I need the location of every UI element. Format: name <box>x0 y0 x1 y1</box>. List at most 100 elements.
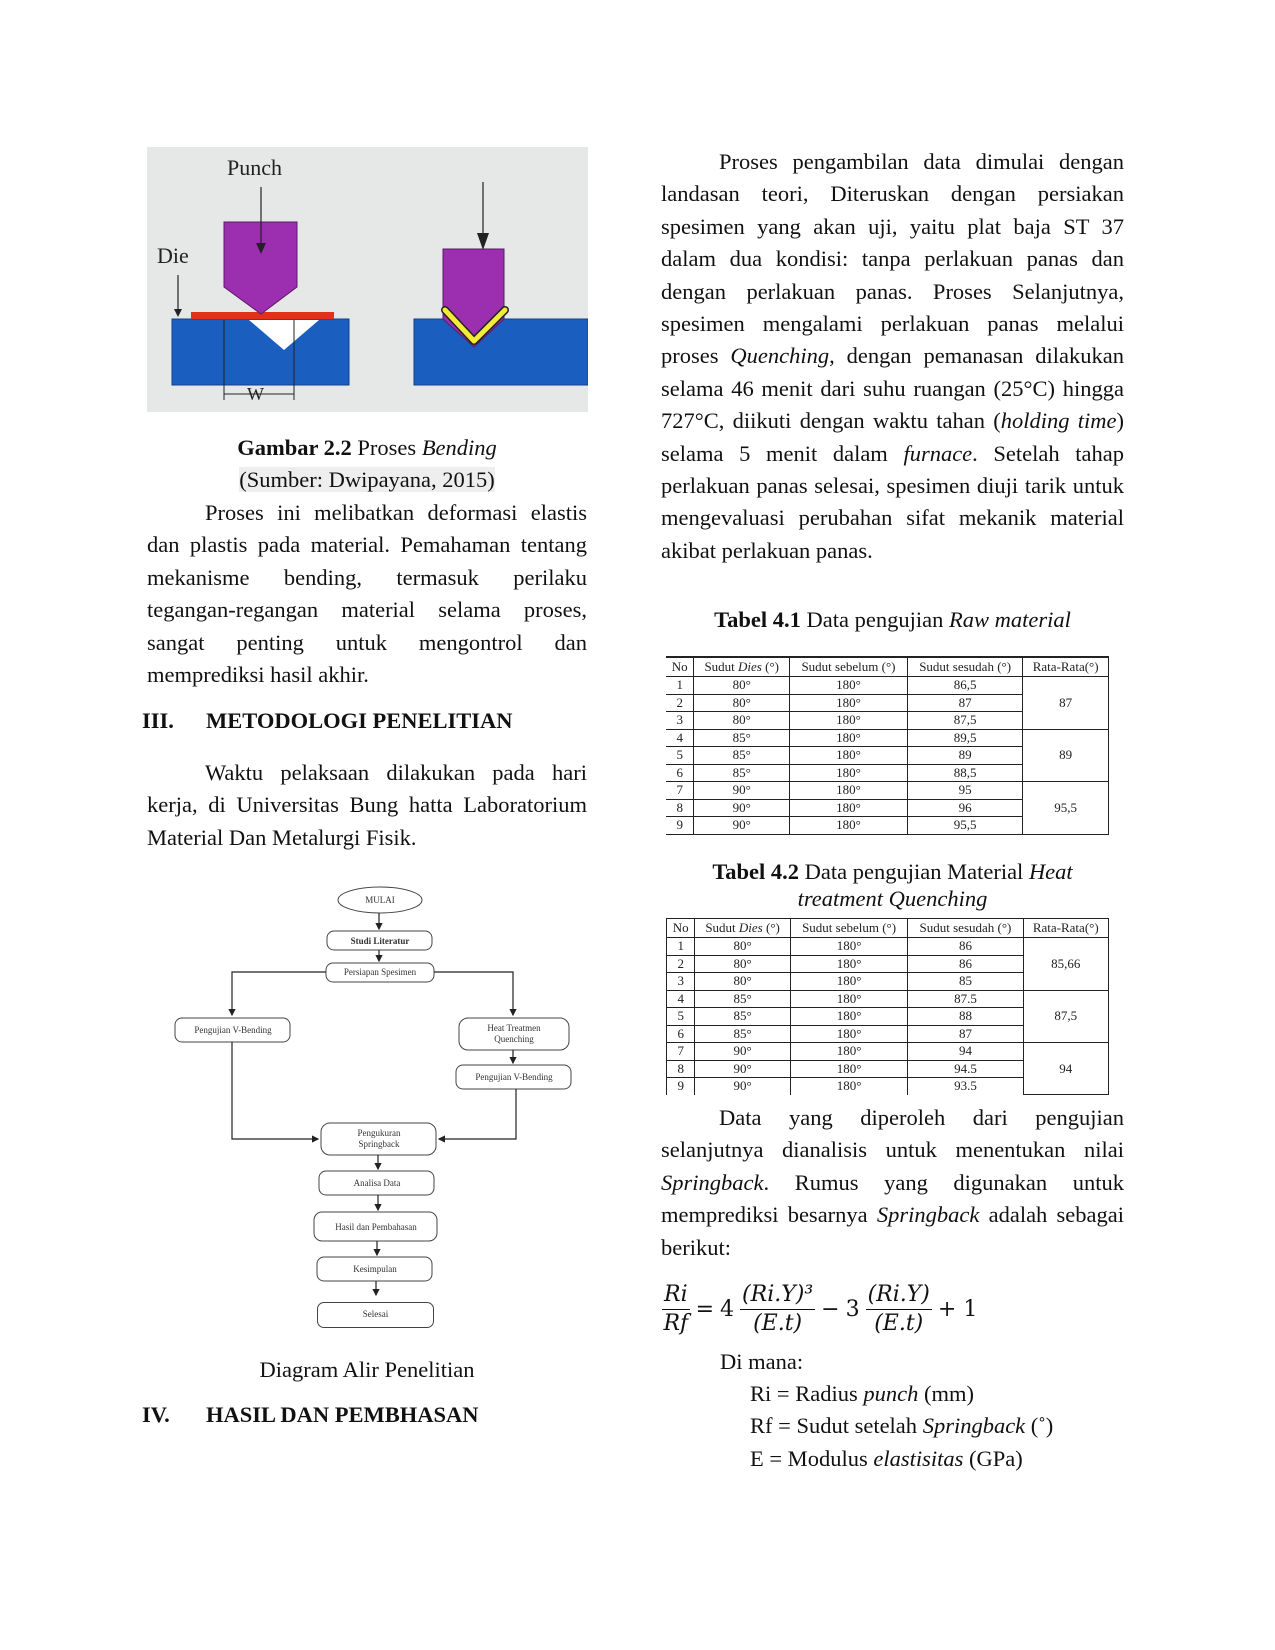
cell-sudut-sebelum: 180° <box>789 1024 909 1043</box>
formula-numerator: (Ri.Y)³ <box>740 1281 816 1310</box>
definitions-intro: Di mana: <box>720 1349 804 1374</box>
cell-sudut-sesudah: 96 <box>906 798 1024 817</box>
bent-sheet <box>442 307 508 344</box>
formula-coefficient: 3 <box>845 1296 860 1322</box>
formula-term2: (Ri.Y)(E.t) <box>865 1281 932 1338</box>
flow-pengukuran-label-2: Springback <box>359 1139 400 1149</box>
paragraph-waktu: Waktu pelaksaan dilakukan pada hari kerj… <box>147 760 587 850</box>
cell-rata-rata: 94 <box>1022 1042 1110 1095</box>
col-header-sudut-dies: Sudut Dies (°) <box>694 918 791 938</box>
cell-sudut-sesudah: 88 <box>907 1007 1024 1026</box>
paragraph-bending: Proses ini melibatkan deformasi elastis … <box>147 500 587 688</box>
die-v-groove <box>249 320 319 350</box>
cell-no: 8 <box>665 1059 696 1078</box>
text-span: Ri = Radius <box>750 1381 864 1406</box>
figure-number: Gambar 2.2 <box>237 435 352 460</box>
arrow-down-icon <box>477 233 489 250</box>
col-header-rata-rata: Rata-Rata(°) <box>1022 918 1110 938</box>
text-span: E = Modulus <box>750 1445 874 1471</box>
text-span: adalah sebagai berikut: <box>661 1202 1124 1260</box>
italic-term: Springback <box>661 1169 764 1195</box>
flow-node-analisa <box>318 1170 435 1196</box>
flow-node-hasil <box>313 1211 438 1242</box>
figure-caption: Gambar 2.2 Proses Bending (Sumber: Dwipa… <box>147 432 587 497</box>
cell-sudut-sesudah: 87,5 <box>906 711 1024 730</box>
cell-sudut-sesudah: 86,5 <box>906 676 1024 695</box>
cell-no: 7 <box>665 1042 696 1061</box>
formula-numerator: Ri <box>662 1281 690 1310</box>
die-block-left <box>171 318 350 386</box>
table-number: Tabel 4.1 <box>714 607 801 632</box>
cell-sudut-sesudah: 93.5 <box>907 1077 1024 1095</box>
formula-coefficient: 4 <box>720 1296 735 1322</box>
table-number: Tabel 4.2 <box>712 859 800 884</box>
col-header-sudut-sebelum: Sudut sebelum (°) <box>789 918 909 938</box>
cell-sudut-sebelum: 180° <box>789 937 909 956</box>
flow-analisa-label: Analisa Data <box>354 1178 401 1188</box>
flow-start-label: MULAI <box>365 895 395 905</box>
cell-rata-rata: 85,66 <box>1022 937 1110 991</box>
formula-denominator: (E.t) <box>874 1310 924 1336</box>
cell-sudut-dies: 85° <box>694 1007 791 1026</box>
cell-no: 4 <box>666 728 695 747</box>
formula-minus: − <box>821 1296 840 1322</box>
cell-sudut-sesudah: 94.5 <box>907 1059 1024 1078</box>
punch-label: Punch <box>227 155 282 180</box>
cell-no: 9 <box>666 816 695 835</box>
flow-heat-label-1: Heat Treatmen <box>487 1023 541 1033</box>
cell-sudut-dies: 80° <box>693 693 791 712</box>
cell-sudut-sesudah: 94 <box>907 1042 1024 1061</box>
flow-persiapan-label: Persiapan Spesimen <box>344 967 417 977</box>
table-heat-treatment-quenching: No Sudut Dies (°) Sudut sebelum (°) Sudu… <box>665 918 1110 1095</box>
text-span: Sudut <box>705 920 739 935</box>
cell-sudut-sebelum: 180° <box>789 746 908 765</box>
flow-vbending-left-label: Pengujian V-Bending <box>194 1025 272 1035</box>
section-heading-3: III.METODOLOGI PENELITIAN <box>142 708 513 734</box>
section-heading-4: IV.HASIL DAN PEMBHASAN <box>142 1402 479 1428</box>
text-span: . Rumus yang digunakan untuk memprediksi… <box>661 1169 1124 1228</box>
cell-sudut-sebelum: 180° <box>789 1042 909 1061</box>
cell-sudut-dies: 90° <box>693 798 791 817</box>
formula-term1: (Ri.Y)³(E.t) <box>740 1281 816 1338</box>
flow-start-node <box>337 886 423 914</box>
cell-sudut-sesudah: 89 <box>906 746 1024 765</box>
formula-constant: + 1 <box>937 1296 978 1322</box>
table-raw-material: No Sudut Dies (°) Sudut sebelum (°) Sudu… <box>666 656 1109 835</box>
table2-caption: Tabel 4.2 Data pengujian Material Heat t… <box>661 858 1124 912</box>
col-header-sudut-sesudah: Sudut sesudah (°) <box>906 656 1024 677</box>
table-header-row: No Sudut Dies (°) Sudut sebelum (°) Sudu… <box>665 918 1110 938</box>
cell-sudut-sebelum: 180° <box>789 1007 909 1026</box>
text-span: (°) <box>762 920 780 935</box>
cell-sudut-sebelum: 180° <box>789 711 908 730</box>
cell-sudut-sebelum: 180° <box>789 781 908 800</box>
flow-pengukuran-label-1: Pengukuran <box>358 1128 401 1138</box>
cell-sudut-sesudah: 87 <box>906 693 1024 712</box>
figure-source: (Sumber: Dwipayana, 2015) <box>239 467 495 493</box>
flowchart-caption: Diagram Alir Penelitian <box>259 1357 475 1382</box>
cell-sudut-sebelum: 180° <box>789 1077 909 1095</box>
cell-no: 4 <box>665 989 696 1008</box>
italic-term: Dies <box>738 659 762 674</box>
table-caption-italic: Raw material <box>948 607 1071 632</box>
italic-term: furnace <box>903 440 973 466</box>
cell-sudut-sebelum: 180° <box>789 1059 909 1078</box>
cell-rata-rata: 89 <box>1022 728 1109 782</box>
flow-studi-label: Studi Literatur <box>351 936 410 946</box>
research-flowchart: MULAI Studi Literatur Persiapan Spesimen… <box>160 860 580 1300</box>
cell-sudut-dies: 85° <box>693 763 791 782</box>
cell-sudut-dies: 85° <box>694 989 791 1008</box>
cell-rata-rata: 87,5 <box>1022 989 1110 1043</box>
bending-process-figure: Punch Die W <box>147 147 588 412</box>
paragraph-pengambilan-data: Proses pengambilan data dimulai dengan l… <box>661 146 1124 567</box>
cell-sudut-dies: 90° <box>694 1059 791 1078</box>
flow-node-selesai: Selesai <box>317 1302 434 1328</box>
